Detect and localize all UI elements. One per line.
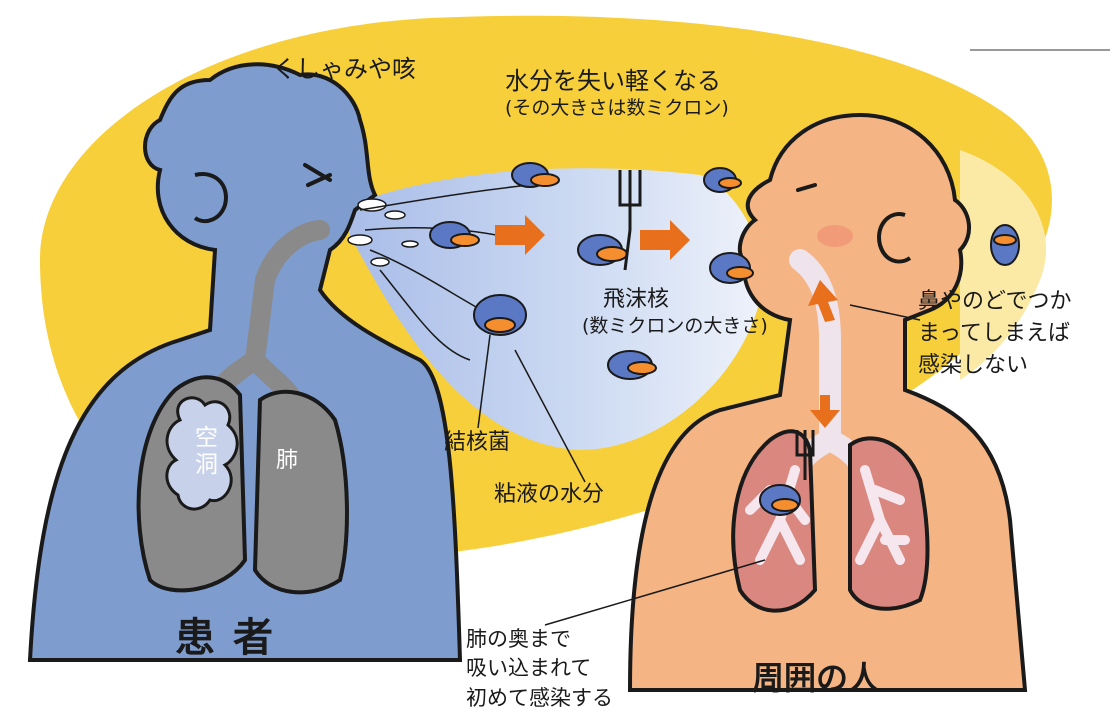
- label-nose-throat: 鼻やのどでつか まってしまえば 感染しない: [918, 286, 1072, 382]
- label-sneeze-cough: くしゃみや咳: [272, 56, 416, 84]
- label-patient: 患者: [175, 615, 291, 661]
- label-tb-bacteria: 結核菌: [444, 430, 510, 455]
- label-deep-lung: 肺の奥まで 吸い込まれて 初めて感染する: [466, 625, 613, 713]
- label-surrounding-people: 周囲の人: [752, 660, 880, 697]
- label-mucus-water: 粘液の水分: [494, 482, 604, 507]
- label-droplet-nuclei: 飛沫核: [603, 287, 669, 312]
- label-lose-water: 水分を失い軽くなる: [505, 68, 721, 96]
- label-droplet-nuclei-size: (数ミクロンの大きさ): [582, 316, 768, 338]
- label-lose-water-size: (その大きさは数ミクロン): [505, 98, 729, 120]
- label-cavity: 空洞: [190, 425, 216, 479]
- label-lung: 肺: [276, 448, 298, 473]
